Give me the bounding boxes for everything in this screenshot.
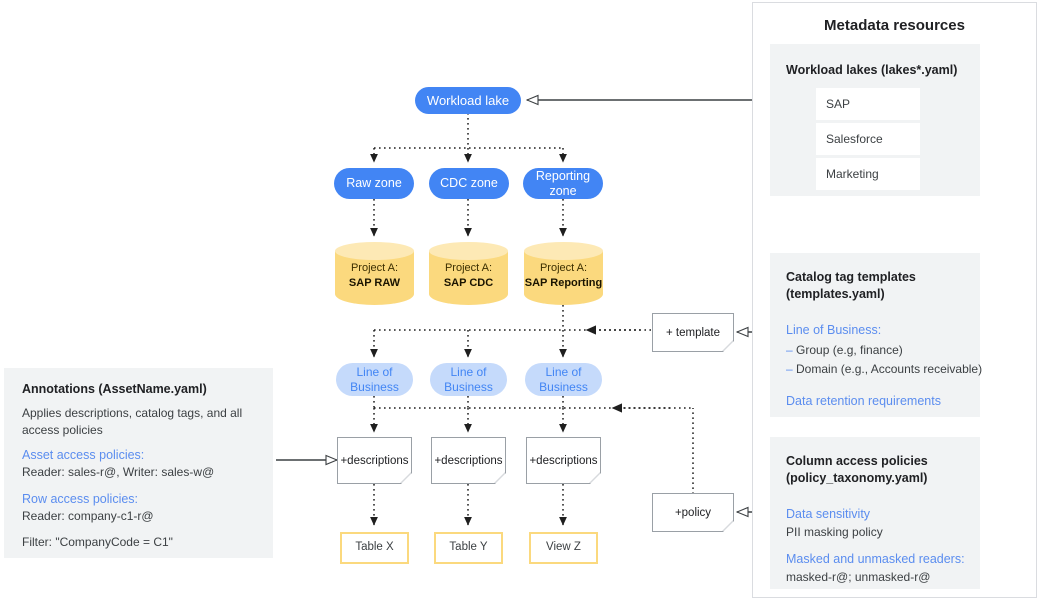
tag-line1: Line of (356, 365, 393, 380)
dataset-project: Project A: (350, 261, 399, 274)
annotations-description: Applies descriptions, catalog tags, and … (22, 406, 243, 438)
cylinder-label: Project A: SAP Reporting (524, 242, 603, 305)
node-descriptions-2[interactable]: +descriptions (431, 437, 506, 484)
annotations-title: Annotations (AssetName.yaml) (22, 382, 207, 396)
cylinder-top (335, 242, 414, 260)
dataset-project: Project A: (539, 261, 588, 274)
node-tag-lob-2[interactable]: Line of Business (430, 363, 507, 396)
metadata-resources-title: Metadata resources (824, 17, 965, 34)
catalog-tag-templates-section: Catalog tag templates (templates.yaml) L… (770, 253, 982, 417)
lake-item-salesforce[interactable]: Salesforce (816, 123, 920, 155)
node-dataset-sap-reporting[interactable]: Project A: SAP Reporting (524, 242, 603, 305)
annotations-filter: Filter: "CompanyCode = C1" (22, 535, 173, 549)
tag-line1: Line of (545, 365, 582, 380)
note-fold (722, 520, 733, 531)
masked-readers-heading: Masked and unmasked readers: (786, 552, 965, 566)
tag-line1: Line of (450, 365, 487, 380)
dataset-project: Project A: (444, 261, 493, 274)
cylinder-body (524, 251, 603, 305)
note-fold (400, 472, 411, 483)
descriptions-label: +descriptions (340, 454, 409, 467)
policies-heading-line1: Column access policies (786, 454, 928, 468)
cylinder-body (335, 251, 414, 305)
lake-item-sap[interactable]: SAP (816, 88, 920, 120)
node-policy-note[interactable]: +policy (652, 493, 734, 532)
node-zone-cdc[interactable]: CDC zone (429, 168, 509, 199)
asset-access-value: Reader: sales-r@, Writer: sales-w@ (22, 465, 215, 479)
node-workload-lake[interactable]: Workload lake (415, 87, 521, 114)
line-of-business-heading: Line of Business: (786, 323, 882, 337)
data-sensitivity-value: PII masking policy (786, 525, 883, 539)
template-bullet-domain-label: Domain (e.g., Accounts receivable) (796, 362, 983, 376)
workload-lakes-section: Workload lakes (lakes*.yaml) SAP Salesfo… (770, 44, 980, 196)
bullet-dash-icon: – (786, 343, 797, 357)
node-dataset-sap-raw[interactable]: Project A: SAP RAW (335, 242, 414, 305)
data-retention-requirements: Data retention requirements (786, 394, 941, 408)
lake-item-marketing[interactable]: Marketing (816, 158, 920, 190)
row-access-value: Reader: company-c1-r@ (22, 509, 154, 523)
cylinder-body (429, 251, 508, 305)
descriptions-label: +descriptions (434, 454, 503, 467)
data-sensitivity-heading: Data sensitivity (786, 507, 871, 521)
annotations-panel: Annotations (AssetName.yaml) Applies des… (4, 368, 273, 558)
node-zone-reporting[interactable]: Reporting zone (523, 168, 603, 199)
cylinder-top (429, 242, 508, 260)
dataset-name: SAP RAW (348, 276, 401, 289)
node-output-table-x[interactable]: Table X (340, 532, 409, 564)
template-bullet-group-label: Group (e.g, finance) (796, 343, 903, 357)
node-dataset-sap-cdc[interactable]: Project A: SAP CDC (429, 242, 508, 305)
template-bullet-group: – Group (e.g, finance) (786, 342, 981, 359)
node-descriptions-1[interactable]: +descriptions (337, 437, 412, 484)
masked-readers-value: masked-r@; unmasked-r@ (786, 570, 931, 584)
tag-line2: Business (350, 379, 399, 394)
column-access-policies-section: Column access policies (policy_taxonomy.… (770, 437, 980, 589)
note-fold (494, 472, 505, 483)
tag-line2: Business (539, 379, 588, 394)
templates-heading-line2: (templates.yaml) (786, 287, 885, 301)
cylinder-label: Project A: SAP RAW (335, 242, 414, 305)
cylinder-label: Project A: SAP CDC (429, 242, 508, 305)
node-output-view-z[interactable]: View Z (529, 532, 598, 564)
policies-heading-line2: (policy_taxonomy.yaml) (786, 471, 928, 485)
bullet-dash-icon: – (786, 362, 797, 376)
node-zone-raw[interactable]: Raw zone (334, 168, 414, 199)
note-fold (589, 472, 600, 483)
node-tag-lob-1[interactable]: Line of Business (336, 363, 413, 396)
node-template-note[interactable]: + template (652, 313, 734, 352)
node-tag-lob-3[interactable]: Line of Business (525, 363, 602, 396)
cylinder-top (524, 242, 603, 260)
templates-heading-line1: Catalog tag templates (786, 270, 916, 284)
node-descriptions-3[interactable]: +descriptions (526, 437, 601, 484)
node-output-table-y[interactable]: Table Y (434, 532, 503, 564)
dataset-name: SAP CDC (443, 276, 494, 289)
row-access-heading: Row access policies: (22, 492, 139, 506)
policy-note-label: +policy (674, 506, 712, 519)
dataset-name: SAP Reporting (524, 276, 603, 289)
template-bullet-domain: – Domain (e.g., Accounts receivable) (786, 361, 986, 378)
workload-lakes-heading: Workload lakes (lakes*.yaml) (786, 63, 958, 77)
descriptions-label: +descriptions (529, 454, 598, 467)
template-note-label: + template (665, 326, 721, 339)
tag-line2: Business (444, 379, 493, 394)
asset-access-heading: Asset access policies: (22, 448, 145, 462)
note-fold (722, 340, 733, 351)
